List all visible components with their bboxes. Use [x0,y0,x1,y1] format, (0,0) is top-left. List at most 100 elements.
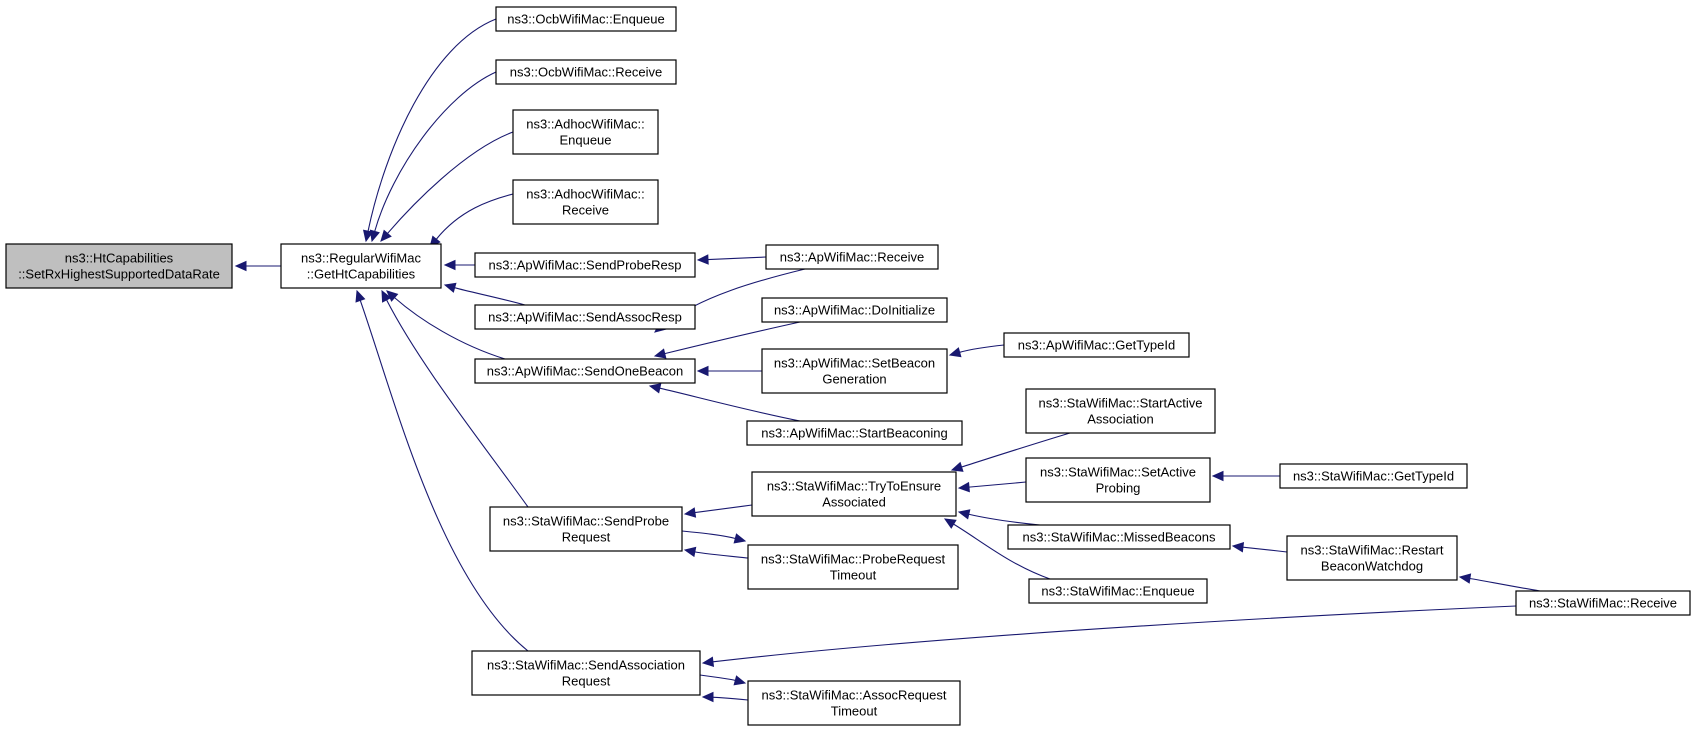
node-box [471,650,701,696]
arrowhead [683,546,697,558]
edge-staProbeReq-to-staProbeTimeout [681,530,747,544]
edge-apGetTypeId-to-apSetBeacon [948,344,1005,358]
arrowhead [696,254,709,265]
edge-staGetTypeId-to-staSetActive [1211,470,1281,482]
node-label: Receive [562,203,609,218]
edge-apSetBeacon-to-apOneBeacon [696,365,763,377]
node-getHt[interactable]: ns3::RegularWifiMac::GetHtCapabilities [280,243,442,289]
edge-line [394,297,506,360]
node-label: ns3::AdhocWifiMac:: [526,187,645,202]
node-label: ns3::ApWifiMac::GetTypeId [1018,338,1176,353]
node-staMissed[interactable]: ns3::StaWifiMac::MissedBeacons [1007,524,1231,550]
node-ocbRecv[interactable]: ns3::OcbWifiMac::Receive [495,59,677,85]
edge-line [367,18,497,232]
node-adhocEnq[interactable]: ns3::AdhocWifiMac::Enqueue [512,109,659,155]
node-staGetTypeId[interactable]: ns3::StaWifiMac::GetTypeId [1279,463,1468,489]
arrowhead [948,347,962,358]
node-label: ns3::StaWifiMac::ProbeRequest [761,552,946,567]
arrowhead [380,229,392,242]
arrowhead [355,289,366,303]
arrowhead [701,691,714,703]
edge-line [711,696,749,701]
node-box [1286,535,1458,581]
node-label: Generation [822,372,886,387]
edge-staSetActive-to-staTryEnsure [957,481,1027,493]
node-label: ns3::ApWifiMac::Receive [780,250,925,265]
edge-apAssocResp-to-getHt [443,282,526,306]
arrowhead [234,260,247,272]
node-box [761,297,948,323]
node-apStartBeacon[interactable]: ns3::ApWifiMac::StartBeaconing [746,420,963,446]
edge-line [1242,546,1288,553]
node-apDoInit[interactable]: ns3::ApWifiMac::DoInitialize [761,297,948,323]
node-label: ns3::AdhocWifiMac:: [526,117,645,132]
arrowhead [957,509,971,520]
arrowhead [683,507,697,518]
node-label: ns3::ApWifiMac::SendOneBeacon [487,364,684,379]
node-label: ns3::ApWifiMac::SendProbeResp [489,258,682,273]
node-adhocRecv[interactable]: ns3::AdhocWifiMac::Receive [512,179,659,225]
node-box [1515,590,1691,616]
node-apOneBeacon[interactable]: ns3::ApWifiMac::SendOneBeacon [474,358,696,384]
node-apProbeResp[interactable]: ns3::ApWifiMac::SendProbeResp [474,252,696,278]
node-box [512,109,659,155]
node-label: Request [562,674,611,689]
node-label: ns3::StaWifiMac::AssocRequest [762,688,947,703]
arrowhead [701,656,715,668]
node-label: Enqueue [559,133,611,148]
edge-line [1469,577,1541,592]
node-box [1025,457,1211,503]
edge-line [694,504,753,514]
node-box [1003,332,1190,358]
node-label: ns3::OcbWifiMac::Enqueue [507,12,665,27]
node-ocbEnq[interactable]: ns3::OcbWifiMac::Enqueue [495,6,677,32]
node-box [280,243,442,289]
node-label: Timeout [831,704,878,719]
arrowhead [943,518,957,529]
node-label: ns3::RegularWifiMac [301,251,421,266]
node-staEnq[interactable]: ns3::StaWifiMac::Enqueue [1028,578,1208,604]
node-box [1279,463,1468,489]
edge-staProbeTimeout-to-staProbeReq [683,546,749,559]
node-label: ns3::StaWifiMac::Restart [1300,543,1443,558]
edge-staRestart-to-staMissed [1231,541,1288,553]
edge-apRecv-to-apProbeResp [696,254,767,265]
edge-adhocRecv-to-getHt [429,193,514,248]
edge-line [681,530,736,540]
arrowhead [1211,470,1224,482]
arrowhead [648,383,662,394]
node-box [1028,578,1208,604]
node-box [495,6,677,32]
node-apRecv[interactable]: ns3::ApWifiMac::Receive [765,244,939,270]
arrowhead [443,259,456,271]
edge-line [694,551,749,559]
node-box [495,59,677,85]
node-box [751,471,957,517]
arrowhead [950,461,964,472]
node-label: ns3::ApWifiMac::SendAssocResp [488,310,682,325]
edge-staEnq-to-staTryEnsure [943,518,1051,580]
arrowhead [1231,541,1245,553]
arrowhead [386,290,399,302]
node-apGetTypeId[interactable]: ns3::ApWifiMac::GetTypeId [1003,332,1190,358]
node-staRecv[interactable]: ns3::StaWifiMac::Receive [1515,590,1691,616]
edge-line [968,481,1027,488]
node-label: ns3::OcbWifiMac::Receive [510,65,662,80]
node-apAssocResp[interactable]: ns3::ApWifiMac::SendAssocResp [474,304,696,330]
node-label: ns3::StaWifiMac::GetTypeId [1293,469,1454,484]
arrowhead [1458,573,1472,584]
edge-ocbRecv-to-getHt [369,71,497,243]
edge-staMissed-to-staTryEnsure [957,509,1041,526]
node-label: ::GetHtCapabilities [307,267,416,282]
arrowhead [653,348,667,359]
